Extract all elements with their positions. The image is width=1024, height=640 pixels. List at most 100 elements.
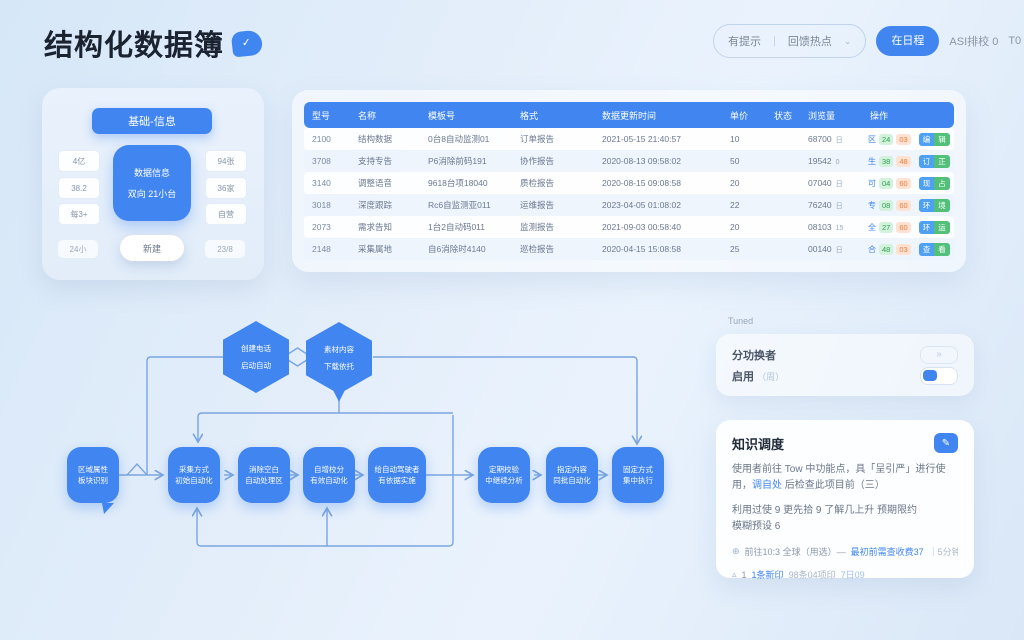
row-link[interactable]: 可 <box>868 178 876 188</box>
flow-node-4: 自增校分有效自动化 <box>303 447 355 503</box>
footer-link-1[interactable]: 最初前需查收费37 <box>850 547 924 557</box>
card-paragraph-2: 利用过使 9 更先拾 9 了解几上升 预期限约 模糊预设 6 <box>732 503 958 535</box>
row-action-button[interactable]: 环运 <box>918 220 950 234</box>
row-link[interactable]: 专 <box>868 200 876 210</box>
cell-count: 25 <box>730 244 740 254</box>
card-title: 知识调度 <box>732 436 785 452</box>
cell-updated: 2020-08-13 09:58:02 <box>602 156 681 166</box>
node-label: 消除空白 <box>249 464 279 474</box>
nav-item-asi[interactable]: ASI排校 0 <box>949 36 999 48</box>
status-badge-green: 48 <box>879 243 894 255</box>
status-badge-orange: 03 <box>896 133 911 145</box>
table-row[interactable]: 3018 深度跟踪 Rc6自监测亚011 运维报告 2023-04-05 01:… <box>304 194 954 216</box>
toggle-knob <box>923 369 937 381</box>
cell-updated: 2020-08-15 09:08:58 <box>602 178 681 188</box>
toggle-label-2: 启用 （周） <box>732 368 784 384</box>
table-row[interactable]: 3140 调整语音 9618台项18040 质检报告 2020-08-15 09… <box>304 172 954 194</box>
summary-chip-left-1[interactable]: 4亿 <box>58 150 100 172</box>
table-row[interactable]: 3708 支持专告 P6消除前码191 协作报告 2020-08-13 09:5… <box>304 150 954 172</box>
flow-node-2: 采集方式初始自动化 <box>168 447 220 503</box>
footer-text: 1 <box>741 569 747 580</box>
table-header-cell: 数据更新时间 <box>602 110 657 121</box>
cell-id: 3018 <box>312 200 331 210</box>
node-label: 定期校验 <box>489 464 519 474</box>
views-unit: 日 <box>835 202 843 210</box>
paragraph-text: 后检查此项目前（三） <box>782 480 885 491</box>
row-action-button[interactable]: 现占 <box>918 176 950 190</box>
node-label: 有依据实施 <box>378 476 416 485</box>
summary-center-card[interactable]: 数据信息 双向 21小台 <box>113 145 191 221</box>
cell-name: 结构数据 <box>358 134 393 144</box>
node-label: 自增校分 <box>314 464 344 474</box>
cell-template: 1台2自动码011 <box>428 222 486 232</box>
status-badge-orange: 60 <box>896 199 911 211</box>
summary-panel: 基础-信息 数据信息 双向 21小台 4亿 38.2 每3+ 94张 36家 自… <box>42 88 264 280</box>
app-logo-icon: ✓ <box>230 29 264 57</box>
knowledge-card: 知识调度 ✎ 使用者前往 Tow 中功能点，具「呈引严」进行使用，调自处 后检查… <box>716 420 974 580</box>
node-label: 固定方式 <box>623 464 653 474</box>
node-label: 板块识别 <box>78 476 108 485</box>
flow-node-1: 区域属性板块识别 <box>67 447 119 503</box>
views-unit: 0 <box>835 159 840 166</box>
cell-template: Rc6自监测亚011 <box>428 200 491 210</box>
summary-chip-right-1[interactable]: 94张 <box>205 150 247 172</box>
cell-name: 采集属地 <box>358 244 393 254</box>
toggle-switch-off[interactable]: » <box>920 345 958 364</box>
cell-count: 20 <box>730 178 740 188</box>
cell-actions: 全 27 60 环运 <box>862 220 954 234</box>
row-action-button[interactable]: 订正 <box>918 154 950 168</box>
row-action-button[interactable]: 查看 <box>918 242 950 256</box>
nav-item-feedback[interactable]: 回馈热点 <box>787 36 832 48</box>
views-value: 76240 <box>808 199 832 210</box>
row-link[interactable]: 合 <box>868 244 876 254</box>
card-footer-1: ⊕ 前往10:3 全球（用选）— 最初前需查收费37 ｜5分钟前30+1日费04 <box>732 545 958 558</box>
summary-header-button[interactable]: 基础-信息 <box>92 108 212 134</box>
row-action-button[interactable]: 环境 <box>918 198 950 212</box>
cell-updated: 2023-04-05 01:08:02 <box>602 200 681 210</box>
footer-link-2[interactable]: 1条新印 <box>751 570 784 580</box>
new-item-button[interactable]: 新建 <box>120 235 184 261</box>
nav-item-tips[interactable]: 有提示 <box>728 36 761 48</box>
cell-format: 监测报告 <box>520 222 555 232</box>
summary-chip-right-2[interactable]: 36家 <box>205 177 247 199</box>
nav-item-schedule-active[interactable]: 在日程 <box>876 26 940 56</box>
node-label: 自动处理区 <box>245 476 283 485</box>
summary-chip-left-3[interactable]: 每3+ <box>58 203 100 225</box>
row-link[interactable]: 全 <box>868 222 876 232</box>
hexagon-label: 创建电话 <box>241 344 271 353</box>
cell-format: 订单报告 <box>520 134 555 144</box>
toggle-switch-on[interactable] <box>920 366 958 385</box>
status-badge-green: 24 <box>879 133 894 145</box>
table-row[interactable]: 2148 采集属地 自6消除时4140 巡检报告 2020-04-15 15:0… <box>304 238 954 260</box>
paragraph-text: 模糊预设 6 <box>732 521 781 532</box>
hexagon-label: 素材内容 <box>324 345 354 354</box>
marker-icon: ▵ <box>732 569 737 579</box>
row-link[interactable]: 区 <box>868 134 876 144</box>
row-action-button[interactable]: 编辑 <box>918 132 950 146</box>
summary-chip-right-3[interactable]: 自营 <box>205 203 247 225</box>
edit-icon[interactable]: ✎ <box>934 433 958 453</box>
status-badge-green: 08 <box>879 199 894 211</box>
summary-corner-right[interactable]: 23/8 <box>205 240 245 258</box>
action-left: 环 <box>918 220 935 234</box>
summary-corner-left[interactable]: 24小 <box>58 240 98 258</box>
chevron-down-icon: ⌄ <box>843 35 852 46</box>
summary-chip-left-2[interactable]: 38.2 <box>58 177 100 199</box>
inline-link[interactable]: 调自处 <box>752 480 782 491</box>
action-left: 环 <box>918 198 935 212</box>
nav-trailing-icon[interactable]: T0 <box>1008 35 1022 47</box>
cell-template: 9618台项18040 <box>428 178 488 188</box>
action-right: 正 <box>934 154 950 168</box>
table-row[interactable]: 2100 结构数据 0台8自动监测01 订单报告 2021-05-15 21:4… <box>304 128 954 150</box>
cell-count: 22 <box>730 200 740 210</box>
table-header-cell: 型号 <box>312 110 331 121</box>
row-link[interactable]: 生 <box>868 156 876 166</box>
table-row[interactable]: 2073 需求告知 1台2自动码011 监测报告 2021-09-03 00:5… <box>304 216 954 238</box>
page-title-text: 结构化数据簿 <box>44 30 225 62</box>
cell-id: 2073 <box>312 222 331 232</box>
flow-node-3: 消除空白自动处理区 <box>238 447 290 503</box>
table-header-cell: 状态 <box>774 110 793 121</box>
action-left: 订 <box>918 154 935 168</box>
table-header-cell: 单价 <box>730 110 749 121</box>
